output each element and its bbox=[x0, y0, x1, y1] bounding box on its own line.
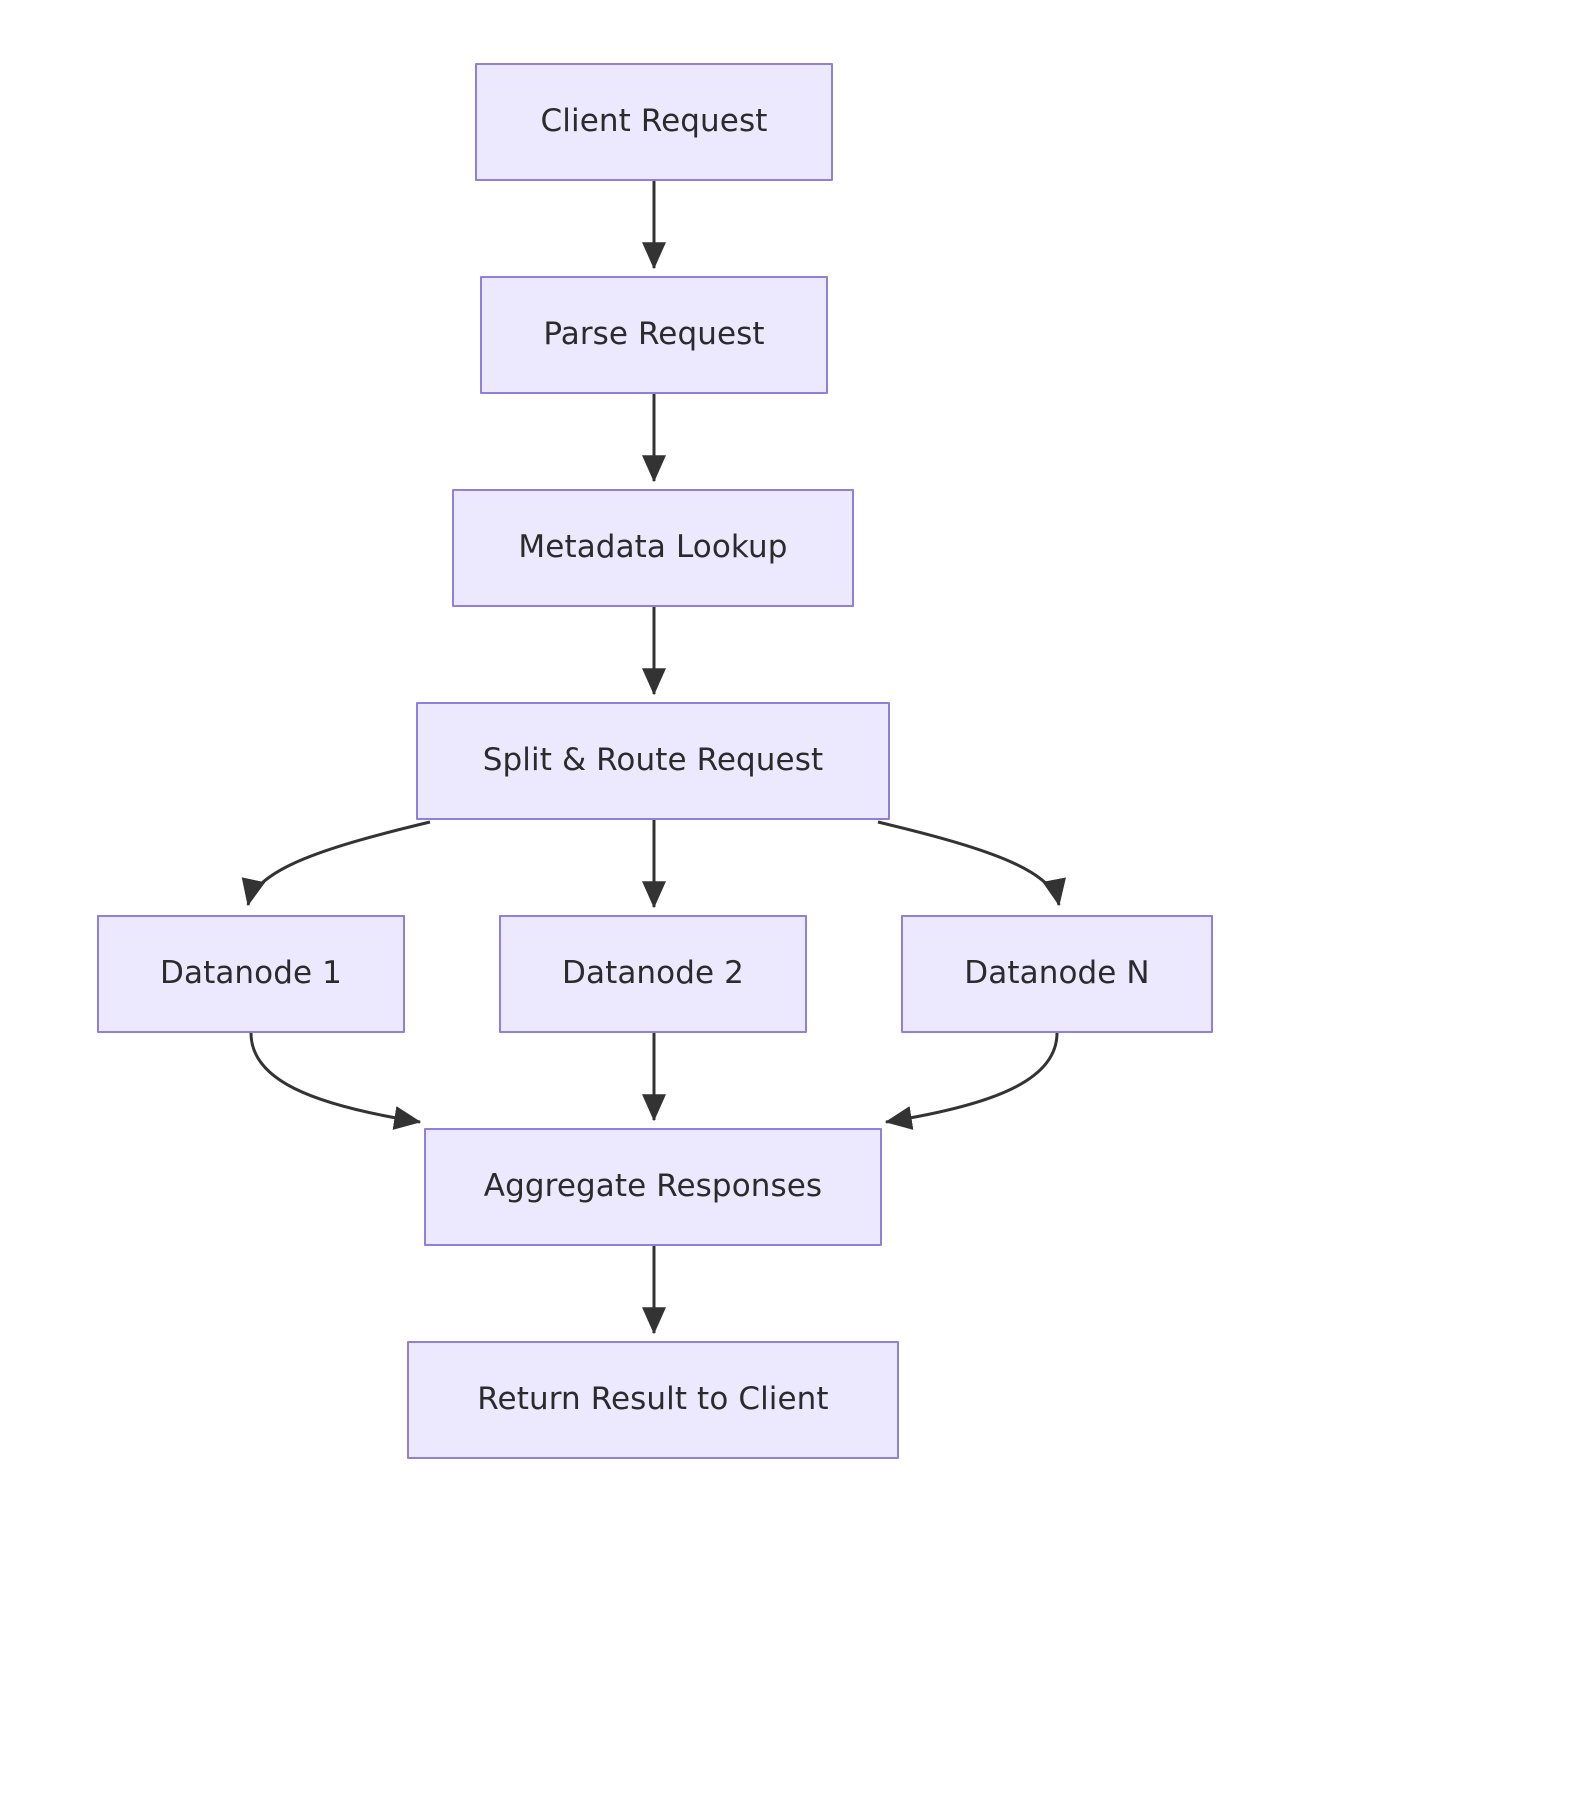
node-return-result-to-client[interactable]: Return Result to Client bbox=[407, 1341, 899, 1459]
node-label-client-request: Client Request bbox=[540, 103, 768, 140]
node-datanode-n[interactable]: Datanode N bbox=[901, 915, 1213, 1033]
node-label-split-route-request: Split & Route Request bbox=[482, 742, 824, 779]
node-parse-request[interactable]: Parse Request bbox=[480, 276, 828, 394]
node-label-datanode-2: Datanode 2 bbox=[562, 955, 744, 992]
node-datanode-1[interactable]: Datanode 1 bbox=[97, 915, 405, 1033]
edge-split-route-to-datanode-1 bbox=[241, 820, 431, 907]
node-label-aggregate-responses: Aggregate Responses bbox=[483, 1168, 823, 1205]
edge-split-route-to-datanode-n bbox=[877, 820, 1066, 907]
node-datanode-2[interactable]: Datanode 2 bbox=[499, 915, 807, 1033]
edge-datanode-n-to-aggregate bbox=[884, 1032, 1059, 1130]
node-label-metadata-lookup: Metadata Lookup bbox=[518, 529, 788, 566]
node-label-datanode-n: Datanode N bbox=[964, 955, 1150, 992]
node-label-datanode-1: Datanode 1 bbox=[160, 955, 342, 992]
node-split-route-request[interactable]: Split & Route Request bbox=[416, 702, 890, 820]
node-metadata-lookup[interactable]: Metadata Lookup bbox=[452, 489, 854, 607]
edge-datanode-1-to-aggregate bbox=[249, 1032, 422, 1130]
node-label-parse-request: Parse Request bbox=[543, 316, 765, 353]
node-label-return-result-to-client: Return Result to Client bbox=[477, 1381, 829, 1418]
node-aggregate-responses[interactable]: Aggregate Responses bbox=[424, 1128, 882, 1246]
node-client-request[interactable]: Client Request bbox=[475, 63, 833, 181]
